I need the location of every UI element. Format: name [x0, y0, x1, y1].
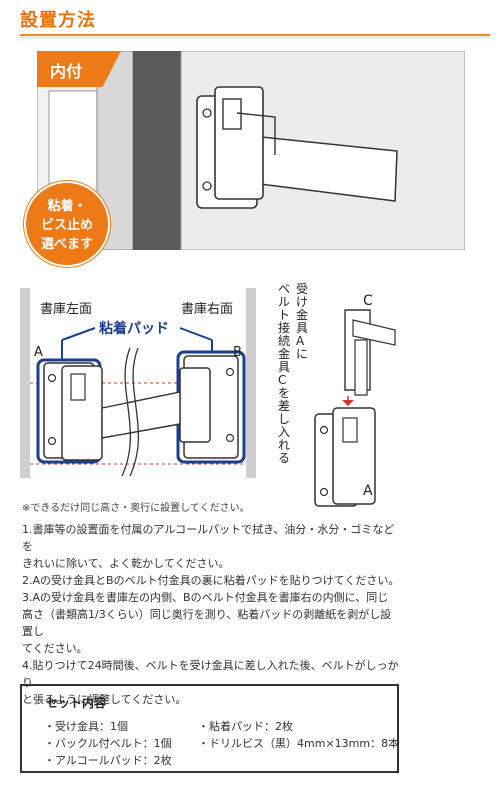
set-contents-box: セット内容 ・受け金具：1個 ・バックル付ベルト：1個 ・アルコールパッド：2枚… [20, 684, 399, 773]
set-contents-left-list: ・受け金具：1個 ・バックル付ベルト：1個 ・アルコールパッド：2枚 [44, 718, 172, 769]
inside-mount-illustration [37, 51, 465, 250]
shelf-walls-illustration [20, 288, 256, 478]
adhesive-pad-label: 粘着パッド [99, 321, 169, 337]
bracket-insertion-illustration [314, 309, 396, 507]
instruction-line: 4.貼りつけて24時間後、ベルトを受け金具に差し入れた後、ベルトがしっかり [22, 659, 399, 689]
instruction-line: きれいに除いて、よく乾かしてください。 [22, 557, 230, 570]
height-note: ※できるだけ同じ高さ・奥行に設置してください。 [22, 503, 250, 514]
instruction-line: 3.Aの受け金具を書庫左の内側、Bのベルト付金具を書庫右の内側に、同じ [22, 591, 389, 604]
instruction-line: と張るように調整してください。 [22, 693, 187, 706]
marker-b: B [233, 345, 242, 360]
instruction-vertical-text-2: ベルト接続金具Cを差し入れる [278, 282, 291, 465]
set-item: ・粘着パッド：2枚 [198, 720, 293, 733]
set-contents-title: セット内容 [46, 696, 107, 710]
set-item: ・受け金具：1個 [44, 720, 128, 733]
instruction-vertical-text-1: 受け金具Aに [296, 282, 309, 361]
left-wall-label: 書庫左面 [40, 302, 93, 317]
set-item: ・アルコールパッド：2枚 [44, 754, 172, 767]
set-item: ・バックル付ベルト：1個 [44, 737, 172, 750]
mount-method-badge: 粘着・ ビス止め 選べます [24, 181, 110, 267]
set-item: ・ドリルビス（黒）4mm×13mm：8本 [198, 737, 400, 750]
instruction-line: 1.書庫等の設置面を付属のアルコールパットで拭き、油分・水分・ゴミなどを [22, 523, 395, 553]
section-title: 設置方法 [20, 10, 96, 31]
marker-a-left: A [34, 345, 43, 360]
marker-c: C [363, 293, 373, 309]
instruction-list: 1.書庫等の設置面を付属のアルコールパットで拭き、油分・水分・ゴミなどを きれい… [22, 521, 402, 708]
inside-mount-label: 内付 [50, 62, 83, 81]
instruction-line: 2.Aの受け金具とBのベルト付金具の裏に粘着パッドを貼りつけてください。 [22, 574, 400, 587]
badge-line-2: ビス止め [40, 218, 93, 233]
set-contents-right-list: ・粘着パッド：2枚 ・ドリルビス（黒）4mm×13mm：8本 [198, 718, 399, 752]
title-underline [20, 34, 490, 36]
right-wall-label: 書庫右面 [181, 302, 234, 317]
instruction-line: てください。 [22, 642, 88, 655]
badge-line-1: 粘着・ [47, 199, 87, 214]
marker-a-right: A [363, 483, 373, 499]
badge-line-3: 選べます [40, 237, 93, 252]
title-underline-light [20, 37, 490, 38]
instruction-line: 高さ（書類高1/3くらい）同じ奥行を測り、粘着パッドの剥離紙を剥がし設置し [22, 608, 392, 638]
